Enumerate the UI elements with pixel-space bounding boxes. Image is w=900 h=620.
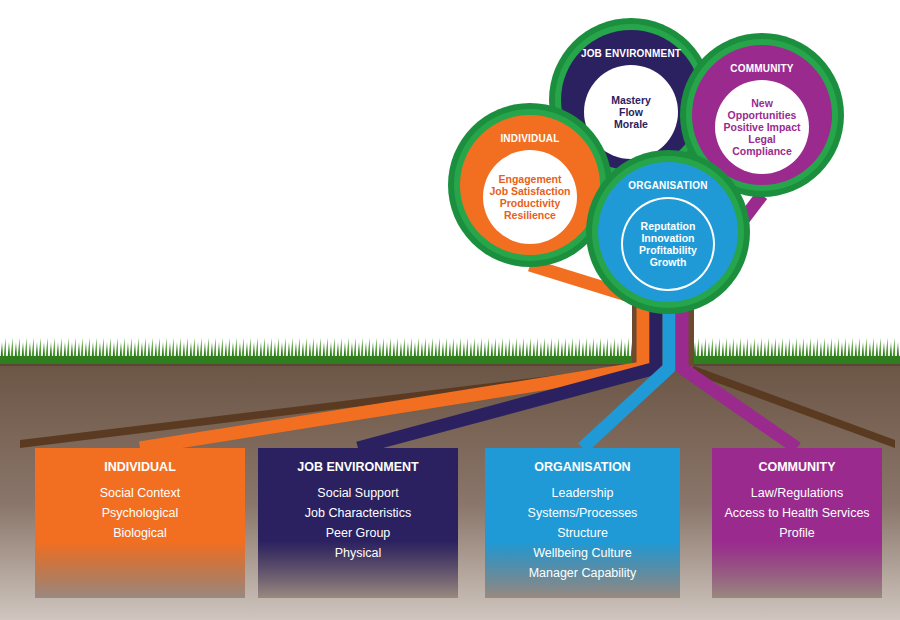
core [717,82,807,172]
panel-item: Profile [718,523,876,543]
panel-item: Leadership [491,483,674,503]
circle-body: MasteryFlowMorale [589,94,673,130]
canopy-circle: ORGANISATION ReputationInnovationProfitab… [586,150,750,314]
panel-heading: ORGANISATION [491,460,674,474]
circle-item: Growth [650,256,687,268]
panel-item: Access to Health Services [718,503,876,523]
circle-heading: ORGANISATION [586,180,750,191]
core [623,199,713,289]
panel-item: Law/Regulations [718,483,876,503]
circle-item: Mastery [611,94,651,106]
core-edge [715,80,809,174]
circle-item: Legal Compliance [720,133,804,157]
circle-heading: COMMUNITY [680,63,844,74]
root-panel: INDIVIDUAL Social ContextPsychologicalBio… [35,448,245,598]
panel-item: Psychological [41,503,239,523]
core-edge [621,197,715,291]
panel-item: Biological [41,523,239,543]
panel-item: Peer Group [264,523,452,543]
circle-item: New Opportunities [720,97,804,121]
circle-item: Flow [619,106,643,118]
circle-body: ReputationInnovationProfitabilityGrowth [626,220,710,268]
circle-body: New OpportunitiesPositive ImpactLegal Co… [720,97,804,157]
panel-item: Structure [491,523,674,543]
panel-item: Manager Capability [491,563,674,583]
panel-heading: JOB ENVIRONMENT [264,460,452,474]
circle-item: Job Satisfaction [489,185,570,197]
grass-base [0,356,900,364]
panel-heading: INDIVIDUAL [41,460,239,474]
leaf-ring-inner [454,109,606,261]
panel-item: Wellbeing Culture [491,543,674,563]
root-panel: JOB ENVIRONMENT Social SupportJob Charact… [258,448,458,598]
grass [0,336,900,364]
circle-item: Engagement [498,173,561,185]
root-strand [140,265,643,448]
core [485,152,575,242]
circle-item: Morale [614,118,648,130]
circle-heading: INDIVIDUAL [448,133,612,144]
circle-item: Resilience [504,209,556,221]
circle-heading: JOB ENVIRONMENT [549,48,713,59]
panel-item: Job Characteristics [264,503,452,523]
core-edge [483,150,577,244]
circle-item: Productivity [500,197,561,209]
circle-item: Positive Impact [723,121,800,133]
root-panel: COMMUNITY Law/RegulationsAccess to Health… [712,448,882,598]
root-right [688,366,895,448]
circle-item: Reputation [641,220,696,232]
panel-item: Social Support [264,483,452,503]
panel-heading: COMMUNITY [718,460,876,474]
leaf-ring [586,150,750,314]
panel-item: Physical [264,543,452,563]
root-panel: ORGANISATION LeadershipSystems/ProcessesS… [485,448,680,598]
panel-item: Systems/Processes [491,503,674,523]
panel-item: Social Context [41,483,239,503]
root-strand [583,300,670,448]
leaf-ring-inner [592,156,744,308]
circle-body: EngagementJob SatisfactionProductivityRe… [488,173,572,221]
circle-item: Innovation [641,232,694,244]
circle-item: Profitability [639,244,697,256]
